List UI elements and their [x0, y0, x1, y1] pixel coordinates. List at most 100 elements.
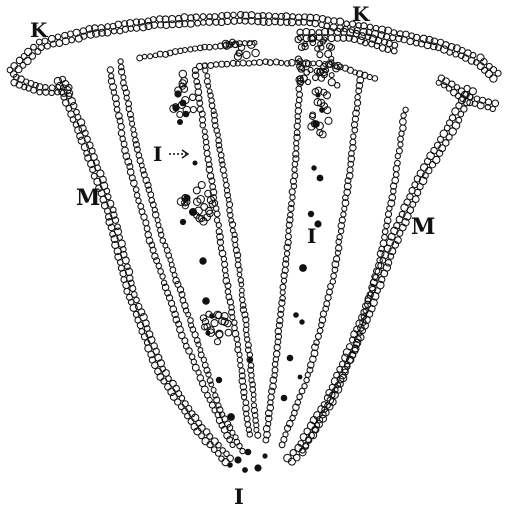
rim-cell — [31, 87, 37, 93]
channel-cell — [294, 141, 299, 146]
channel-cell — [192, 332, 198, 338]
granule — [293, 312, 299, 318]
channel-cell — [240, 448, 245, 453]
cluster-cell — [189, 94, 196, 101]
wall-cell — [124, 288, 130, 294]
channel-cell — [240, 297, 245, 302]
channel-cell — [320, 311, 326, 317]
channel-cell — [385, 211, 391, 217]
wall-cell — [216, 442, 222, 448]
channel-cell — [114, 107, 120, 113]
granule — [242, 467, 248, 473]
channel-cell — [395, 153, 400, 158]
channel-cell — [204, 145, 210, 151]
cross-cell — [257, 59, 263, 65]
granule — [183, 111, 190, 118]
channel-cell — [280, 290, 285, 295]
label-m-right: M — [411, 216, 436, 238]
wall-cell — [77, 133, 84, 140]
channel-cell — [160, 238, 165, 243]
wall-cell — [117, 260, 123, 266]
channel-cell — [305, 372, 310, 377]
channel-cell — [398, 136, 404, 142]
channel-cell — [296, 86, 302, 92]
granule — [298, 375, 303, 380]
rim-cell — [29, 53, 36, 60]
cross-cell — [213, 62, 218, 67]
cross-cell — [252, 60, 257, 65]
channel-cell — [351, 134, 356, 139]
channel-cell — [121, 141, 127, 147]
channel-cell — [156, 263, 161, 268]
cluster-cell — [243, 51, 250, 58]
granule — [311, 165, 316, 170]
rim-cell — [492, 100, 499, 107]
granule — [205, 330, 210, 335]
granule — [227, 462, 233, 468]
channel-cell — [155, 218, 160, 223]
granule — [177, 119, 183, 125]
rim-cell — [414, 34, 420, 40]
granule — [245, 449, 252, 456]
knot-cell — [313, 75, 319, 81]
channel-cell — [355, 94, 360, 99]
channel-cell — [355, 100, 361, 106]
channel-cell — [290, 195, 295, 200]
knot-cell — [328, 79, 335, 86]
channel-cell — [233, 242, 238, 247]
rim-cell — [477, 63, 484, 70]
channel-cell — [289, 189, 295, 195]
granule — [216, 377, 222, 383]
channel-cell — [400, 118, 407, 125]
rim-cell — [200, 14, 206, 20]
wall-cell — [130, 286, 136, 292]
wall-cell — [152, 362, 159, 369]
channel-cell — [121, 75, 126, 80]
wall-cell — [123, 282, 130, 289]
knot-cell — [317, 52, 323, 58]
channel-cell — [382, 234, 388, 240]
channel-cell — [205, 74, 210, 79]
channel-cell — [203, 134, 208, 139]
wall-cell — [300, 434, 307, 441]
channel-cell — [222, 267, 228, 273]
channel-cell — [393, 172, 399, 178]
channel-cell — [186, 348, 192, 354]
channel-cell — [131, 127, 136, 132]
rim-cell — [265, 19, 272, 26]
cross-cell — [240, 60, 246, 66]
channel-cell — [134, 193, 139, 198]
channel-cell — [118, 123, 124, 129]
granule — [312, 120, 320, 128]
cluster-cell — [225, 329, 232, 336]
rim-cell — [453, 52, 458, 57]
channel-cell — [399, 131, 404, 136]
channel-cell — [401, 113, 406, 118]
granule — [174, 90, 181, 97]
wall-cell — [431, 147, 437, 153]
channel-cell — [238, 363, 243, 368]
channel-cell — [396, 148, 402, 154]
channel-cell — [170, 267, 176, 273]
granule — [209, 313, 215, 319]
channel-cell — [293, 156, 299, 162]
dense-tissue — [295, 28, 398, 88]
label-i-upper-left: I — [153, 144, 163, 164]
rim-cell — [25, 48, 32, 55]
channel-cell — [132, 132, 137, 137]
rim-cell — [35, 49, 41, 55]
cluster-cell — [190, 107, 196, 113]
channel-cell — [143, 220, 149, 226]
rim-cell — [38, 45, 44, 51]
rim-cell — [195, 20, 201, 26]
channel-cell — [169, 262, 174, 267]
wall-cell — [290, 450, 296, 456]
channel-cell — [118, 130, 124, 136]
channel-cell — [118, 59, 123, 64]
rim-cell — [231, 12, 237, 18]
channel-cell — [295, 102, 301, 108]
rim-cell — [44, 43, 50, 49]
channel-cell — [251, 392, 256, 397]
channel-cell — [290, 415, 295, 420]
